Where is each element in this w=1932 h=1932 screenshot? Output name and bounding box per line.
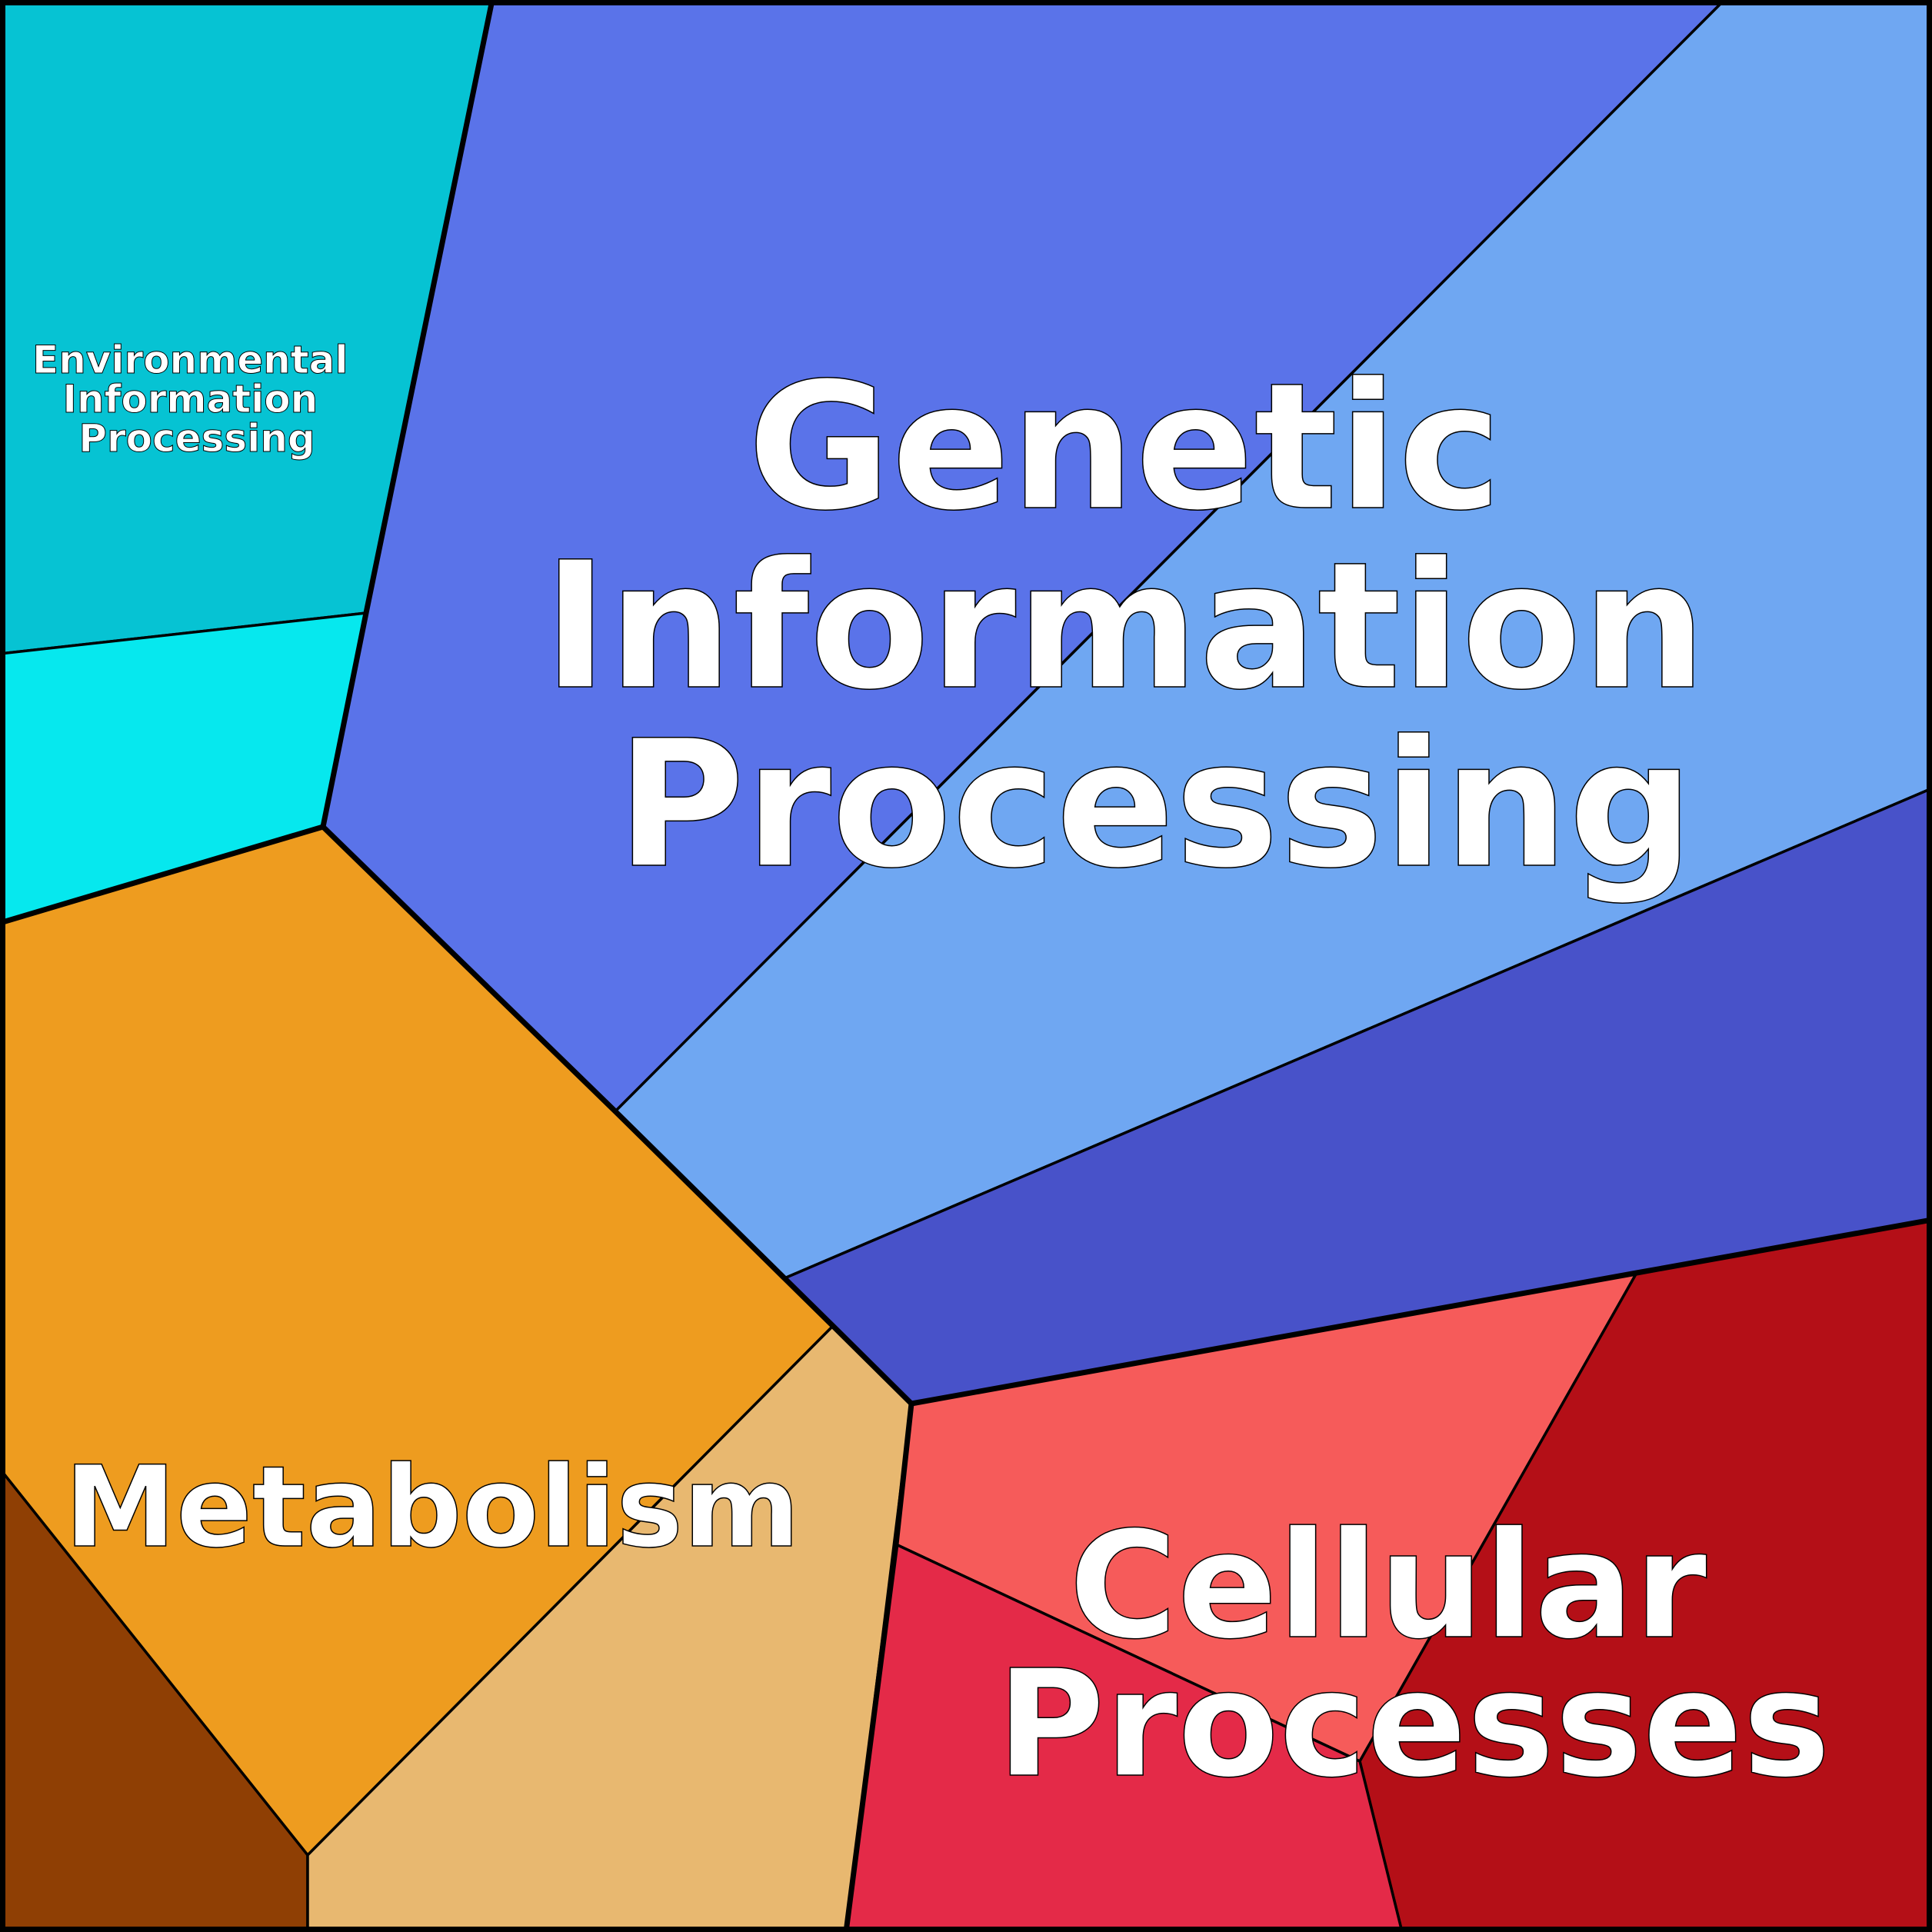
boundary-genetic-metabolism — [321, 824, 914, 1406]
metabolism-cell-2[interactable] — [0, 1467, 309, 1932]
group-environmental[interactable] — [0, 0, 494, 924]
boundary-metabolism-cellular — [843, 1403, 914, 1932]
environmental-label-line-1: Environmental — [32, 338, 348, 382]
environmental-label: Environmental Information Processing — [32, 338, 361, 461]
genetic-label-line-3: Processing — [616, 702, 1694, 907]
cellular-label-line-2: Processes — [997, 1639, 1830, 1810]
cellular-label: Cellular Processes — [997, 1501, 1830, 1810]
labels: Environmental Information Processing Gen… — [32, 338, 1831, 1811]
environmental-label-line-2: Information — [62, 377, 318, 421]
boundary-environmental-metabolism — [0, 824, 324, 926]
group-genetic[interactable] — [321, 0, 1932, 1405]
group-cellular[interactable] — [844, 1218, 1932, 1932]
genetic-label: Genetic Information Processing — [543, 345, 1767, 907]
genetic-label-line-1: Genetic — [748, 345, 1502, 549]
genetic-label-line-2: Information — [543, 524, 1707, 728]
boundary-environmental-genetic — [320, 0, 495, 828]
metabolism-label-line-1: Metabolism — [65, 1442, 801, 1573]
environmental-label-line-3: Processing — [78, 416, 315, 461]
cellular-label-line-1: Cellular — [1069, 1501, 1707, 1672]
metabolism-label: Metabolism — [65, 1442, 801, 1573]
boundary-genetic-cellular — [911, 1217, 1932, 1407]
